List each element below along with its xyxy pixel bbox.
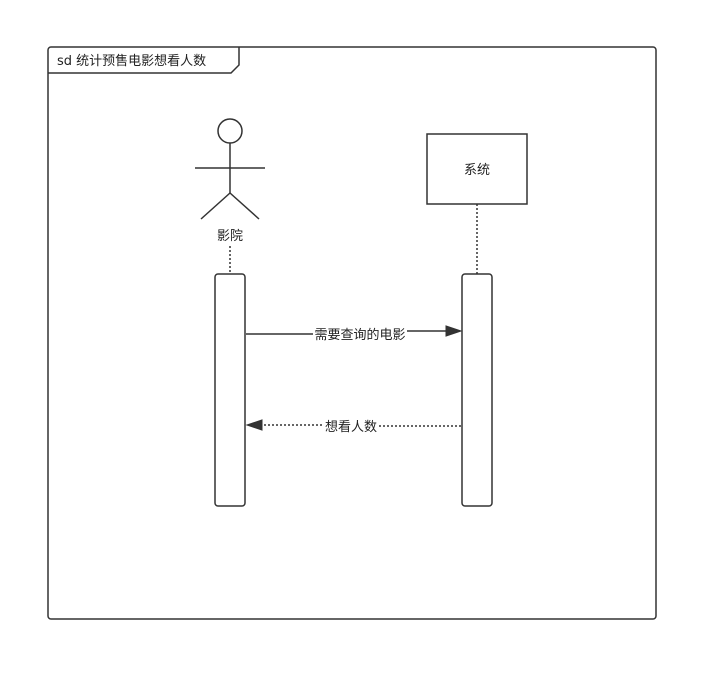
system-box — [426, 133, 528, 205]
frame-title: sd 统计预售电影想看人数 — [57, 53, 206, 69]
request-message-label: 需要查询的电影 — [314, 327, 405, 343]
response-message-label: 想看人数 — [325, 419, 377, 435]
response-message-arrow — [245, 419, 461, 431]
actor-activation-bar — [214, 273, 246, 507]
frame-title-tab — [48, 47, 240, 74]
arrowhead-icon — [245, 419, 263, 431]
arrowhead-icon — [445, 325, 463, 337]
actor-icon — [195, 118, 265, 220]
system-label: 系统 — [464, 163, 490, 178]
request-message-arrow — [246, 325, 463, 337]
actor-label: 影院 — [217, 229, 243, 244]
system-activation-bar — [461, 273, 493, 507]
